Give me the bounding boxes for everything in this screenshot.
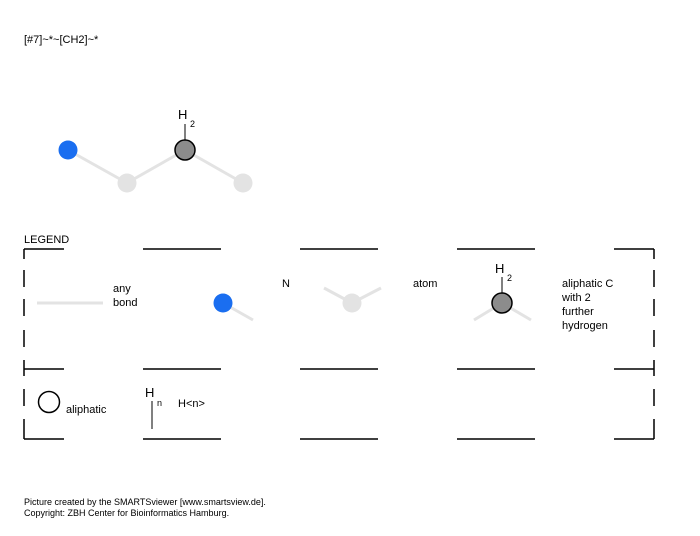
molecule-h-count: 2 [190, 119, 196, 129]
legend-hn-h: H [145, 385, 155, 400]
legend-aliphatic-text: aliphatic [66, 404, 107, 416]
legend-hn-n: n [157, 398, 163, 408]
bond-ch2-any [184, 148, 244, 185]
legend-aliphatic-circle [37, 390, 61, 414]
legend-nitrogen-text: N [282, 278, 290, 290]
any-atom-1 [117, 173, 137, 193]
any-atom-2 [233, 173, 253, 193]
bond-n-any [67, 148, 128, 185]
smarts-string: [#7]~*~[CH2]~* [24, 34, 99, 46]
legend-hn-text: H<n> [178, 398, 205, 410]
nitrogen-atom [58, 140, 78, 160]
legend-nitrogen-atom [213, 293, 233, 313]
legend-atom-text: atom [413, 278, 438, 290]
legend-any-atom [342, 293, 362, 313]
legend-aliphatic-c-h: H [495, 261, 505, 276]
legend-title: LEGEND [24, 234, 70, 246]
bond-any-ch2 [126, 148, 186, 185]
legend-grid [23, 248, 655, 440]
molecule-h-label: H [178, 107, 188, 122]
legend-aliphatic-c-atom [491, 292, 513, 314]
legend-any-bond-text: any bond [113, 283, 138, 309]
legend-aliphatic-c-text: aliphatic C with 2 further hydrogen [562, 278, 614, 332]
footer-line-1: Picture created by the SMARTSviewer [www… [24, 497, 266, 507]
legend-aliphatic-c-h-count: 2 [507, 273, 513, 283]
ch2-atom [174, 139, 196, 161]
footer-line-2: Copyright: ZBH Center for Bioinformatics… [24, 508, 230, 518]
